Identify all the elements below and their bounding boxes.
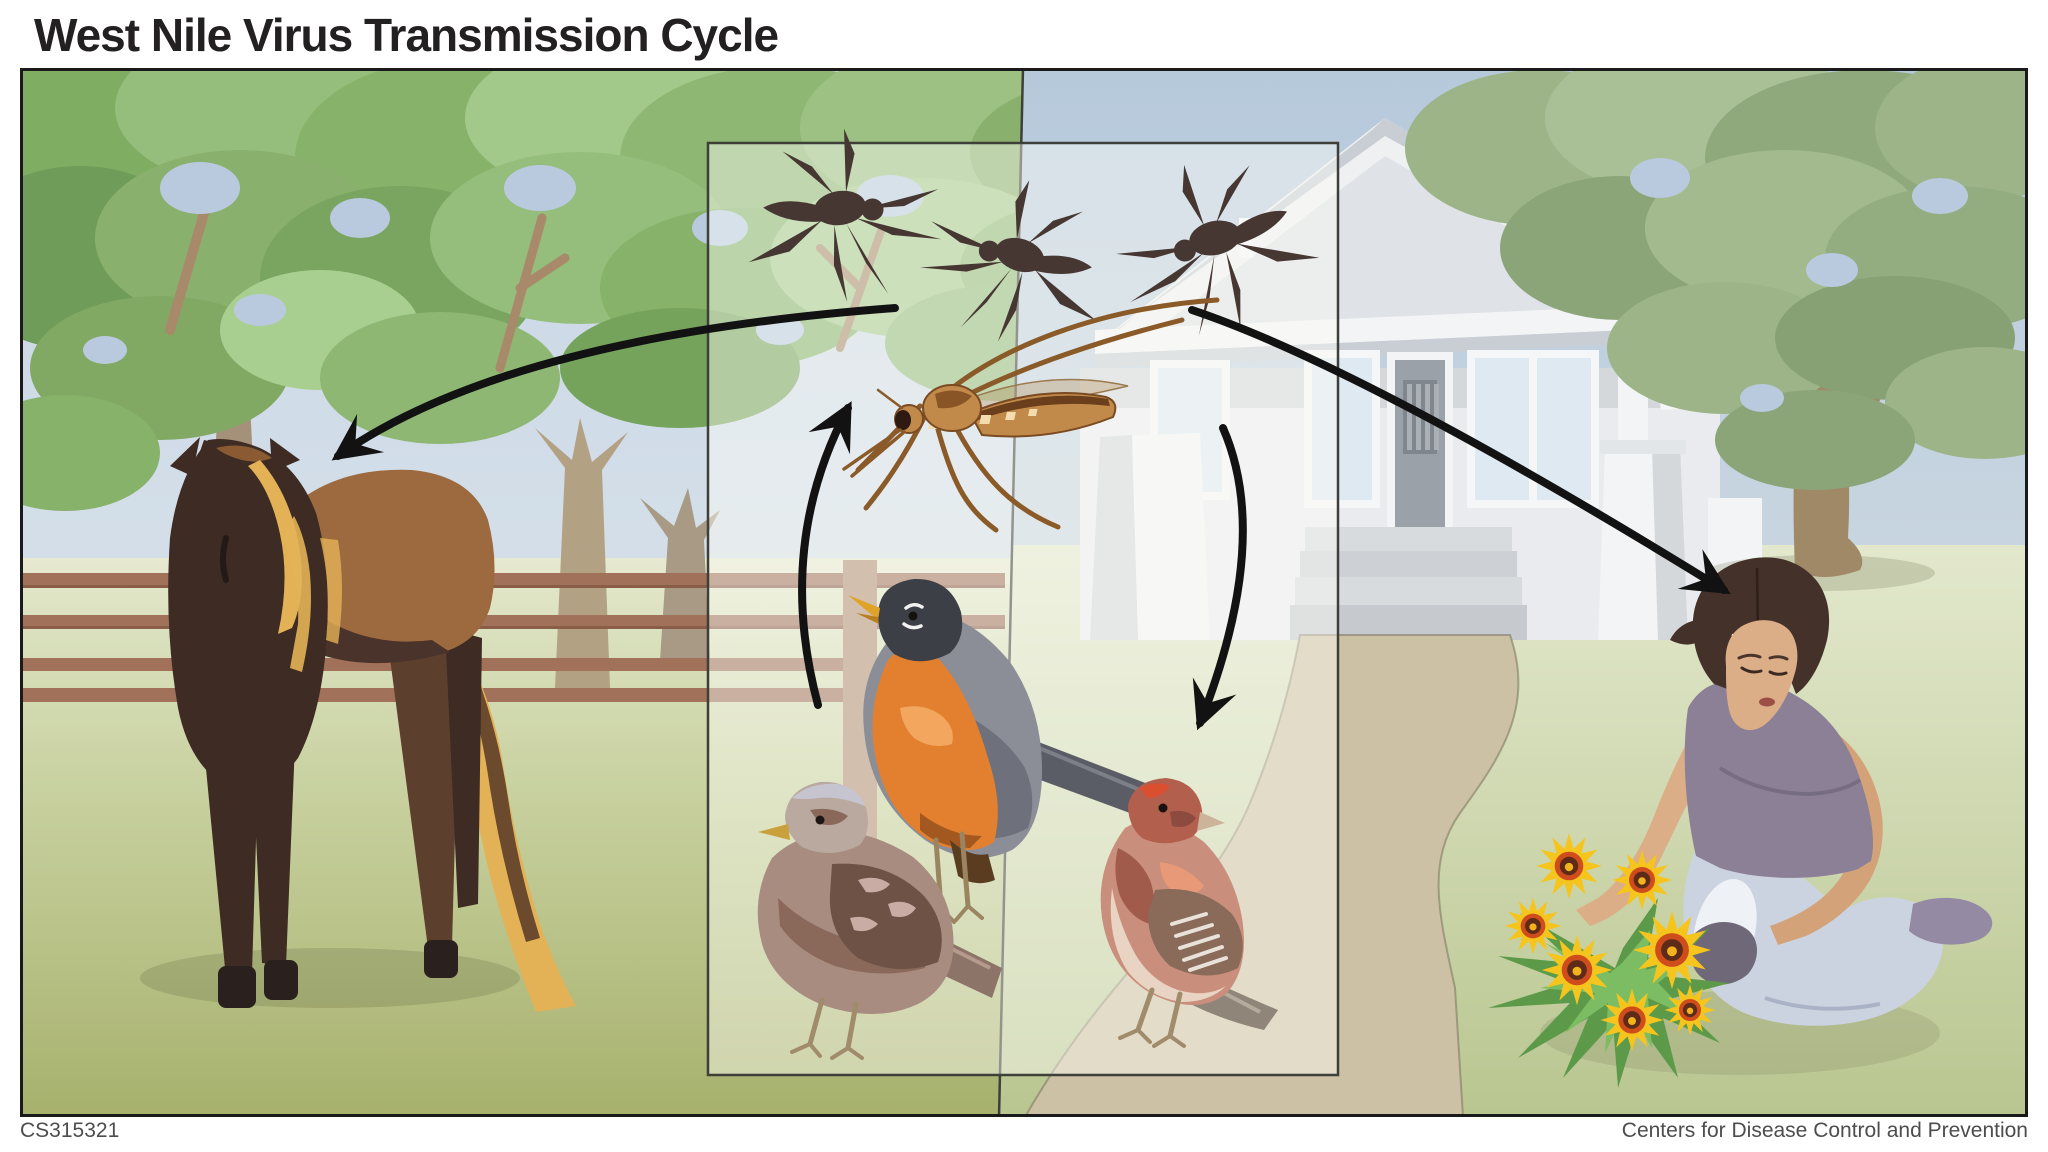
footer: CS315321 Centers for Disease Control and… xyxy=(20,1119,2028,1143)
garden-glove xyxy=(1690,922,1757,985)
house-finch-icon xyxy=(1100,778,1278,1048)
american-robin-icon xyxy=(848,578,1162,924)
shoe xyxy=(1909,897,1993,945)
transmission-arrows xyxy=(331,304,1731,731)
sparrow-icon xyxy=(757,781,1002,1060)
organization-credit: Centers for Disease Control and Preventi… xyxy=(1621,1119,2028,1142)
transmission-cycle-illustration xyxy=(20,68,2028,1117)
illustration-border xyxy=(20,68,2028,1117)
yard-scene xyxy=(999,68,2028,1117)
arrow-to-horse xyxy=(331,304,899,461)
tree-canopy-right xyxy=(1405,68,2028,490)
document-code: CS315321 xyxy=(20,1119,120,1142)
flower-bush xyxy=(1488,833,1730,1088)
house-icon xyxy=(1080,118,1762,640)
arrow-bird-to-mosquito xyxy=(798,401,852,709)
arrow-to-human xyxy=(1188,306,1731,595)
tan-mosquito-icon xyxy=(842,297,1220,533)
horse-icon xyxy=(168,437,576,1012)
page-title: West Nile Virus Transmission Cycle xyxy=(34,9,779,61)
arrow-mosquito-to-bird xyxy=(1192,424,1247,731)
